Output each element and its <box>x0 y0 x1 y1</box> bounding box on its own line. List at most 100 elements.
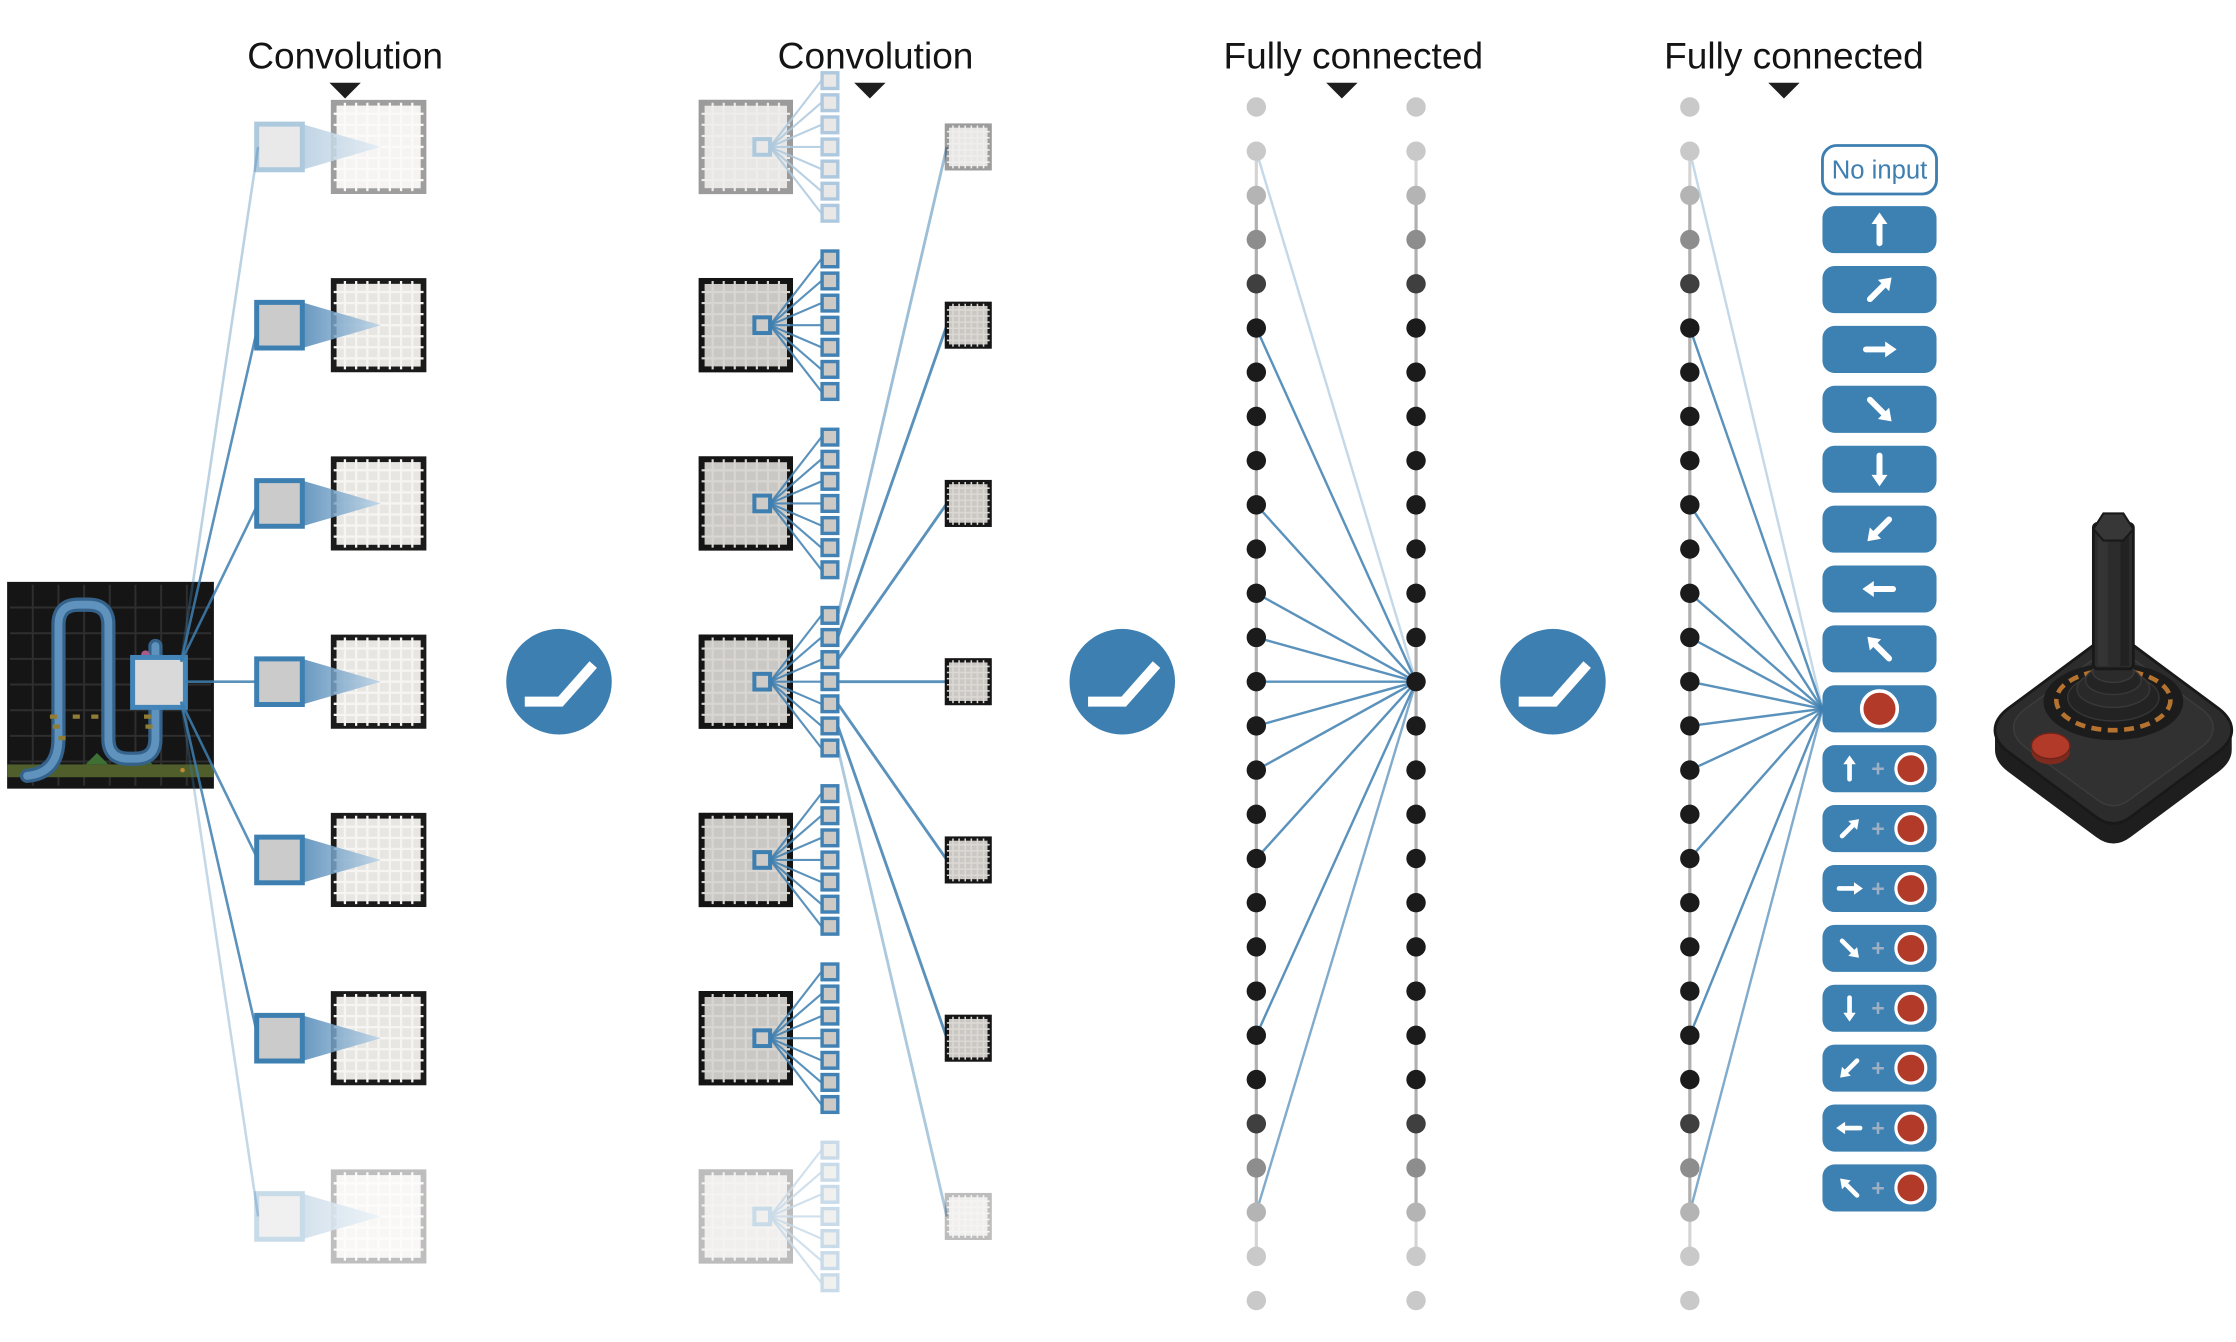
conv1-layer <box>254 99 427 1264</box>
fc-neuron-dot <box>1246 1025 1267 1046</box>
conv1-feature-row <box>254 1169 427 1264</box>
fc-neuron-dot <box>1406 848 1426 869</box>
patch-to-filter-link <box>769 502 823 549</box>
fc-neuron-dot <box>1680 627 1700 648</box>
plus-sign: + <box>1871 935 1884 961</box>
conv2-filter-cell <box>820 984 840 1004</box>
feature-map-grid <box>946 660 990 704</box>
conv2-layer <box>698 71 992 1293</box>
arrow-up-right-icon <box>1866 277 1892 303</box>
conv2-output-row <box>944 1192 992 1240</box>
joystick-orange-ring <box>2054 668 2173 733</box>
fc-neuron-dot <box>1246 804 1267 825</box>
fc-neuron-dot <box>1406 406 1426 427</box>
fc-neuron-dot <box>1406 318 1426 338</box>
conv2-filter-cell <box>820 1072 840 1092</box>
conv2-filter-cell <box>820 1162 840 1182</box>
action-button-down-left <box>1822 505 1937 553</box>
fc-neuron-dot <box>1246 274 1267 294</box>
game-screen <box>7 581 214 789</box>
fc-neuron-dot <box>1246 937 1267 957</box>
conv2-feature-row <box>698 784 840 936</box>
arrow-up-icon <box>1843 755 1856 782</box>
patch-to-filter-link <box>769 480 822 505</box>
fc1-connection-line <box>1255 327 1418 683</box>
action-output-column: No input++++++++ <box>1821 144 1938 1212</box>
fc2-connection-line <box>1689 636 1824 710</box>
conv2-output-row <box>944 1014 992 1062</box>
fc2-connection-line <box>1688 708 1824 1036</box>
fc1-connection-line <box>1255 592 1417 683</box>
conv2-filter-cell <box>820 894 840 914</box>
fc-neuron-dot <box>1406 1114 1426 1134</box>
patch-to-filter-link <box>769 502 822 527</box>
fc1-connection-line <box>1255 681 1418 1213</box>
arrow-down-icon <box>1326 82 1358 99</box>
fc-neuron-dot <box>1680 1158 1700 1178</box>
patch-to-filter-link <box>769 814 823 861</box>
fc-neuron-dot <box>1246 893 1267 913</box>
feature-map-grid <box>946 1195 990 1238</box>
action-button-right <box>1822 325 1937 373</box>
fc-neuron-dot <box>1680 1025 1700 1046</box>
fc-neuron-dot <box>1406 539 1426 559</box>
conv2-map-patch <box>752 137 773 157</box>
patch-to-filter-link <box>769 1037 823 1106</box>
conv2-filter-cell <box>820 538 840 558</box>
conv2-filter-cell <box>820 337 840 357</box>
fc-neuron-dot <box>1680 937 1700 957</box>
conv2-filter-cell <box>820 1184 840 1204</box>
conv2-output-map <box>944 301 992 349</box>
patch-to-filter-link <box>769 859 823 927</box>
conv2-filter-cell <box>820 493 840 513</box>
plus-sign: + <box>1871 756 1884 782</box>
conv2-filter-cell <box>820 1028 840 1048</box>
fc-neuron-dot <box>1246 1114 1267 1134</box>
fc-neuron-dot <box>1680 1290 1700 1311</box>
arrow-down-right-icon <box>1866 396 1892 422</box>
conv2-filter-cell <box>820 137 840 157</box>
filter-to-output-link <box>836 324 949 638</box>
arrow-up-right-icon <box>1839 819 1859 839</box>
arrow-right-icon <box>1836 882 1863 895</box>
fc1-connection-line <box>1255 681 1418 1036</box>
conv2-feature-row <box>698 605 840 758</box>
conv2-map-patch <box>752 671 773 692</box>
conv2-output-row <box>944 479 992 527</box>
conv2-output-row <box>944 123 992 171</box>
action-button-down-left-fire: + <box>1822 1044 1937 1092</box>
game-ground-strip <box>7 764 214 778</box>
patch-to-filter-link <box>769 458 823 505</box>
patch-to-filter-link <box>769 681 823 749</box>
conv2-filter-cell <box>820 427 840 447</box>
patch-to-filter-link <box>769 146 823 214</box>
conv2-output-map <box>944 836 992 884</box>
screen-to-conv1-link <box>179 701 260 1039</box>
fc2-connection-line <box>1689 680 1823 710</box>
patch-to-filter-link <box>769 614 823 683</box>
fc2-connection-line <box>1689 707 1823 772</box>
convolution-cone <box>302 480 381 527</box>
fc-neuron-dot <box>1680 671 1700 692</box>
conv2-filter-cell <box>820 627 840 648</box>
fc-neuron-dot <box>1246 1246 1267 1267</box>
conv2-filter-cell <box>820 93 840 113</box>
patch-to-filter-link <box>769 993 823 1040</box>
fc-neuron-dot <box>1406 671 1426 692</box>
conv2-filter-cell <box>820 203 840 223</box>
conv1-feature-row <box>254 634 427 729</box>
joystick-stick <box>2091 512 2135 671</box>
fc1-connection-line <box>1255 150 1418 683</box>
action-button-up-left-fire: + <box>1822 1164 1937 1212</box>
fc-neuron-dot <box>1246 716 1267 736</box>
patch-to-filter-link <box>769 859 823 905</box>
game-sprite <box>180 767 185 773</box>
arrow-down-icon <box>854 82 886 99</box>
conv2-filter-cell <box>820 1050 840 1070</box>
fc-neuron-dot <box>1246 583 1267 603</box>
conv2-filter-cell <box>820 315 840 335</box>
filter-to-output-link <box>836 702 949 861</box>
fire-circle-icon <box>1894 991 1928 1025</box>
action-button-up-right <box>1822 266 1937 314</box>
